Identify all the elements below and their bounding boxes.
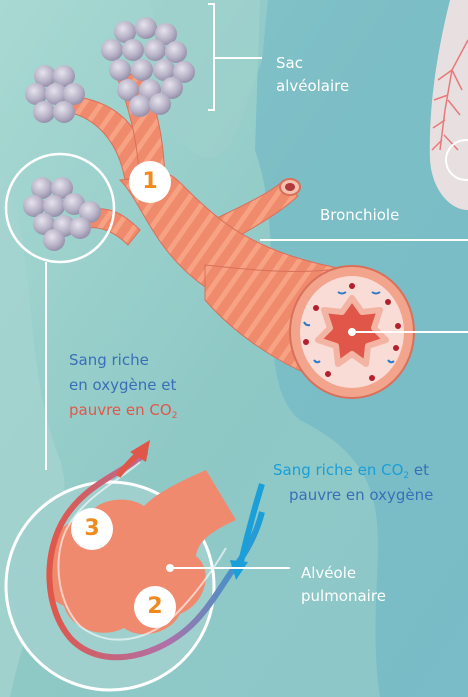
label-bronchiole: Bronchiole xyxy=(320,205,399,225)
label-oxygen-rich-line1: Sang riche xyxy=(69,350,149,370)
label-co2-rich-suffix: et xyxy=(409,461,429,479)
step-badge-2: 2 xyxy=(134,586,176,628)
step-badge-1: 1 xyxy=(129,161,171,203)
label-oxygen-rich-line3: pauvre en CO2 xyxy=(69,400,177,426)
label-oxygen-rich-co2-sub: 2 xyxy=(172,411,178,421)
label-alveole-line2: pulmonaire xyxy=(301,586,386,606)
label-alveole-line1: Alvéole xyxy=(301,563,356,583)
label-sac-line2: alvéolaire xyxy=(276,76,349,96)
step-badge-3: 3 xyxy=(71,508,113,550)
label-oxygen-rich-line2: en oxygène et xyxy=(69,375,176,395)
label-sac-line1: Sac xyxy=(276,53,303,73)
label-co2-rich-line1: Sang riche en CO2 et xyxy=(273,460,429,486)
label-oxygen-rich-co2: pauvre en CO xyxy=(69,401,172,419)
label-co2-rich-prefix: Sang riche en CO xyxy=(273,461,403,479)
label-co2-rich-line2: pauvre en oxygène xyxy=(289,485,433,505)
